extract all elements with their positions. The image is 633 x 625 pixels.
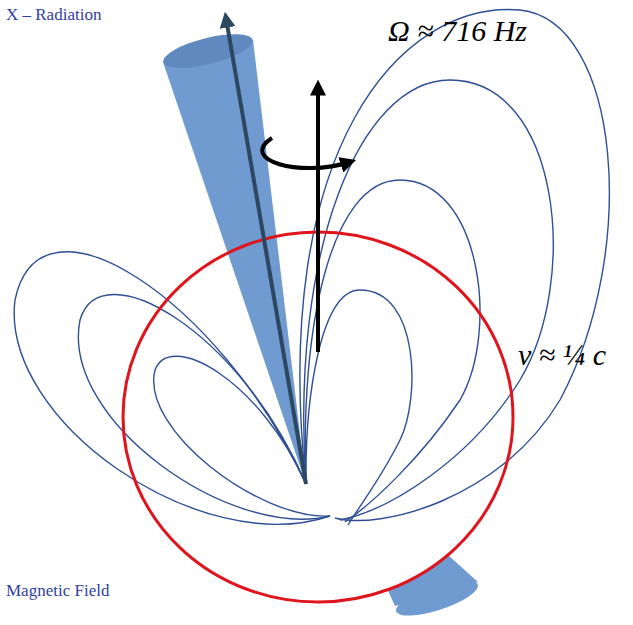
field-label: Magnetic Field bbox=[4, 582, 111, 601]
rotation-axis bbox=[316, 86, 320, 352]
field-lines bbox=[14, 10, 609, 525]
frequency-label: Ω ≈ 716 Hz bbox=[386, 14, 529, 47]
radiation-cone bbox=[163, 40, 306, 484]
rotation-arrow bbox=[262, 138, 350, 168]
velocity-label: v ≈ ¼ c bbox=[516, 338, 608, 371]
beam-axis bbox=[226, 18, 306, 484]
beam-label: X – Radiation bbox=[4, 6, 103, 25]
radiation-cone bbox=[160, 27, 256, 74]
